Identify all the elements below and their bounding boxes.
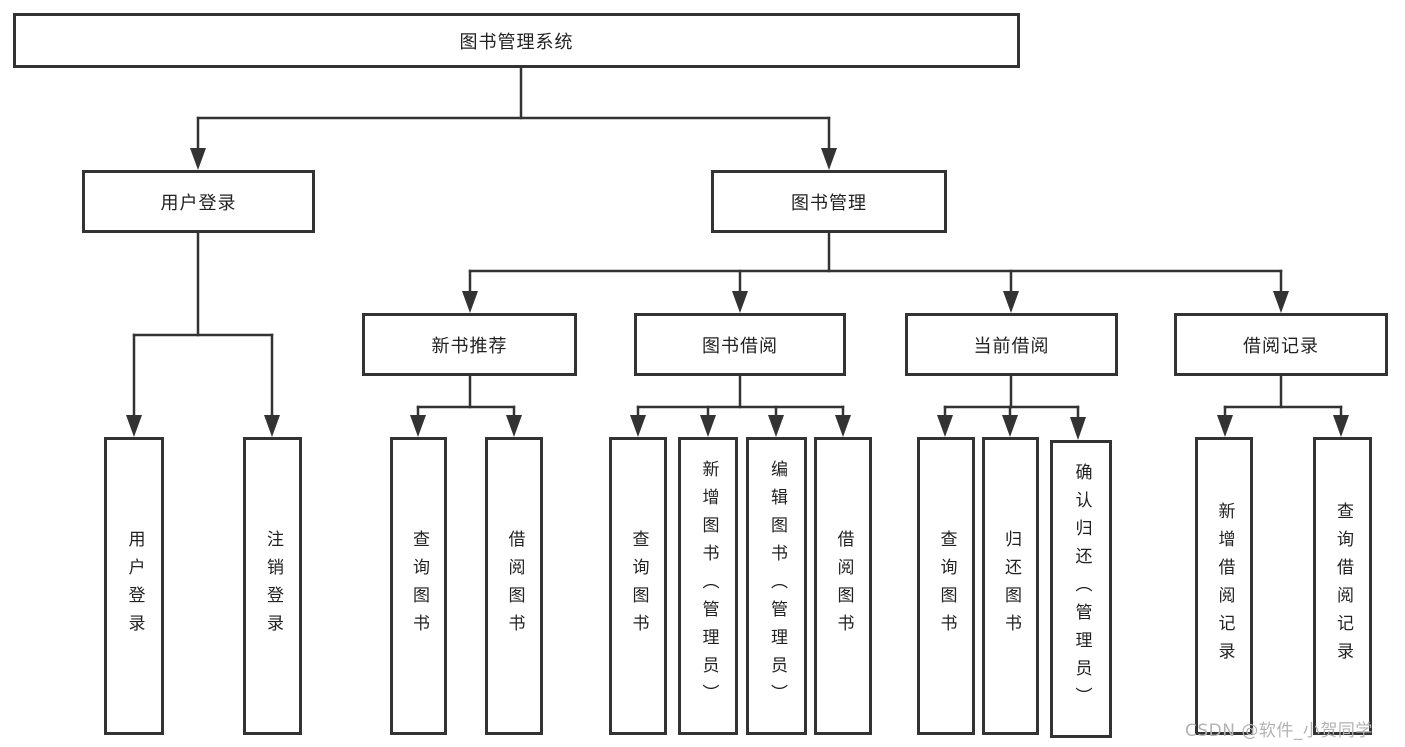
connector-root-to-level2	[190, 66, 837, 170]
connector-user-login-to-leaves	[126, 231, 280, 437]
leaf-borrow-query-book: 查询图书	[609, 437, 667, 735]
node-book-borrow: 图书借阅	[634, 313, 846, 376]
csdn-watermark: CSDN @软件_小贺同学	[1185, 721, 1373, 741]
leaf-edit-book-admin-label: 编辑图书（管理员）	[767, 460, 787, 712]
leaf-borrow-query-book-label: 查询图书	[628, 530, 649, 642]
node-current-borrow-label: 当前借阅	[973, 335, 1050, 357]
leaf-add-book-admin-label: 新增图书（管理员）	[698, 460, 719, 712]
leaf-return-book-label: 归还图书	[1001, 530, 1021, 642]
leaf-newbook-borrow: 借阅图书	[485, 437, 543, 735]
node-user-login: 用户登录	[82, 170, 315, 233]
node-current-borrow: 当前借阅	[905, 313, 1118, 376]
leaf-return-book: 归还图书	[982, 437, 1039, 735]
leaf-borrow-book-label: 借阅图书	[833, 530, 854, 642]
node-root-label: 图书管理系统	[459, 31, 574, 53]
leaf-user-login-label: 用户登录	[124, 530, 145, 642]
connector-borrow-records-to-leaves	[1217, 374, 1349, 437]
node-new-book-recommend: 新书推荐	[362, 313, 577, 376]
leaf-add-borrow-record-label: 新增借阅记录	[1214, 502, 1235, 670]
node-root-library-system: 图书管理系统	[13, 13, 1020, 68]
leaf-query-borrow-record-label: 查询借阅记录	[1333, 502, 1353, 670]
node-borrow-records: 借阅记录	[1174, 313, 1388, 376]
node-book-management: 图书管理	[711, 170, 947, 233]
leaf-current-query-book: 查询图书	[917, 437, 975, 735]
connector-current-borrow-to-leaves	[937, 374, 1086, 440]
connector-book-mgmt-to-level3	[462, 231, 1289, 313]
connector-book-borrow-to-leaves	[630, 374, 851, 437]
leaf-add-book-admin: 新增图书（管理员）	[678, 437, 738, 735]
leaf-newbook-query-label: 查询图书	[409, 530, 429, 642]
node-book-management-label: 图书管理	[791, 192, 867, 214]
leaf-logout: 注销登录	[243, 437, 302, 735]
leaf-current-query-book-label: 查询图书	[936, 530, 957, 642]
node-new-book-recommend-label: 新书推荐	[431, 335, 508, 357]
leaf-confirm-return-admin-label: 确认归还（管理员）	[1071, 463, 1092, 715]
leaf-newbook-borrow-label: 借阅图书	[504, 530, 525, 642]
node-user-login-label: 用户登录	[160, 192, 237, 214]
leaf-logout-label: 注销登录	[263, 530, 283, 642]
leaf-edit-book-admin: 编辑图书（管理员）	[746, 437, 807, 735]
node-borrow-records-label: 借阅记录	[1243, 335, 1319, 357]
leaf-query-borrow-record: 查询借阅记录	[1313, 437, 1372, 735]
node-book-borrow-label: 图书借阅	[702, 335, 778, 357]
connector-new-book-to-leaves	[410, 374, 522, 437]
leaf-user-login: 用户登录	[104, 437, 164, 735]
leaf-confirm-return-admin: 确认归还（管理员）	[1050, 440, 1112, 738]
leaf-newbook-query: 查询图书	[390, 437, 447, 735]
leaf-borrow-book: 借阅图书	[814, 437, 872, 735]
leaf-add-borrow-record: 新增借阅记录	[1195, 437, 1253, 735]
